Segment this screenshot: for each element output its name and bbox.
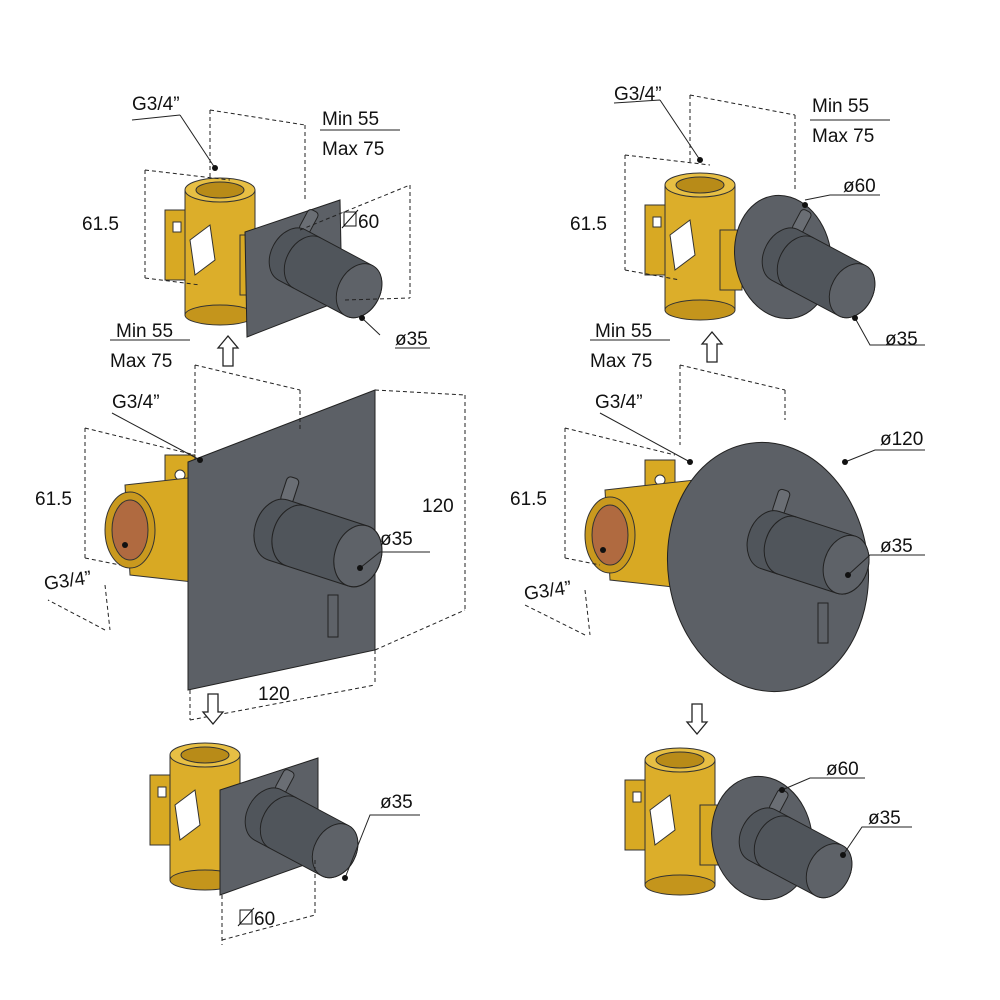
arrow-up-icon [701, 331, 723, 363]
max-label: Max 75 [590, 351, 652, 372]
plate-diameter-label: ø120 [880, 429, 923, 450]
height-label: 61.5 [570, 214, 607, 235]
plate-height-label: 120 [422, 496, 454, 517]
arrow-down-icon [202, 693, 224, 725]
min-label: Min 55 [595, 321, 652, 342]
arrow-up-icon [217, 335, 239, 367]
plate-size-label: 60 [358, 212, 379, 233]
thread-label: G3/4” [614, 84, 662, 105]
thread-side-label: G3/4” [43, 568, 93, 595]
min-label: Min 55 [116, 321, 173, 342]
bottom-left-assembly: ø35 60 [149, 742, 420, 945]
height-label: 61.5 [510, 489, 547, 510]
thread-top-label: G3/4” [112, 392, 160, 413]
thread-top-label: G3/4” [595, 392, 643, 413]
top-left-assembly: G3/4” Min 55 Max 75 61.5 60 ø35 [82, 94, 430, 367]
lever [327, 594, 339, 638]
plate-diameter-label: ø60 [826, 759, 859, 780]
top-right-assembly: G3/4” Min 55 Max 75 61.5 ø60 ø35 [570, 84, 925, 363]
brass-body [624, 747, 723, 896]
knob-diameter-label: ø35 [380, 529, 413, 550]
brass-body [644, 172, 743, 321]
max-label: Max 75 [322, 139, 384, 160]
max-label: Max 75 [110, 351, 172, 372]
middle-left-assembly: Min 55 Max 75 G3/4” 61.5 G3/4” 120 ø35 1… [35, 321, 466, 725]
knob-diameter-label: ø35 [395, 329, 428, 350]
knob-diameter-label: ø35 [868, 808, 901, 829]
thread-side-label: G3/4” [523, 578, 573, 605]
bottom-right-assembly: ø60 ø35 [624, 747, 912, 907]
square-diameter-icon [237, 907, 255, 927]
lever [817, 602, 829, 644]
knob-diameter-label: ø35 [880, 536, 913, 557]
middle-right-assembly: Min 55 Max 75 G3/4” 61.5 G3/4” ø120 ø35 [510, 321, 925, 735]
thread-label: G3/4” [132, 94, 180, 115]
plate-size-label: 60 [254, 909, 275, 930]
min-label: Min 55 [812, 96, 869, 117]
knob-diameter-label: ø35 [380, 792, 413, 813]
plate-diameter-label: ø60 [843, 176, 876, 197]
max-label: Max 75 [812, 126, 874, 147]
height-label: 61.5 [35, 489, 72, 510]
min-label: Min 55 [322, 109, 379, 130]
knob-diameter-label: ø35 [885, 329, 918, 350]
height-label: 61.5 [82, 214, 119, 235]
plate-width-label: 120 [258, 684, 290, 705]
square-diameter-icon [341, 209, 359, 229]
arrow-down-icon [686, 703, 708, 735]
